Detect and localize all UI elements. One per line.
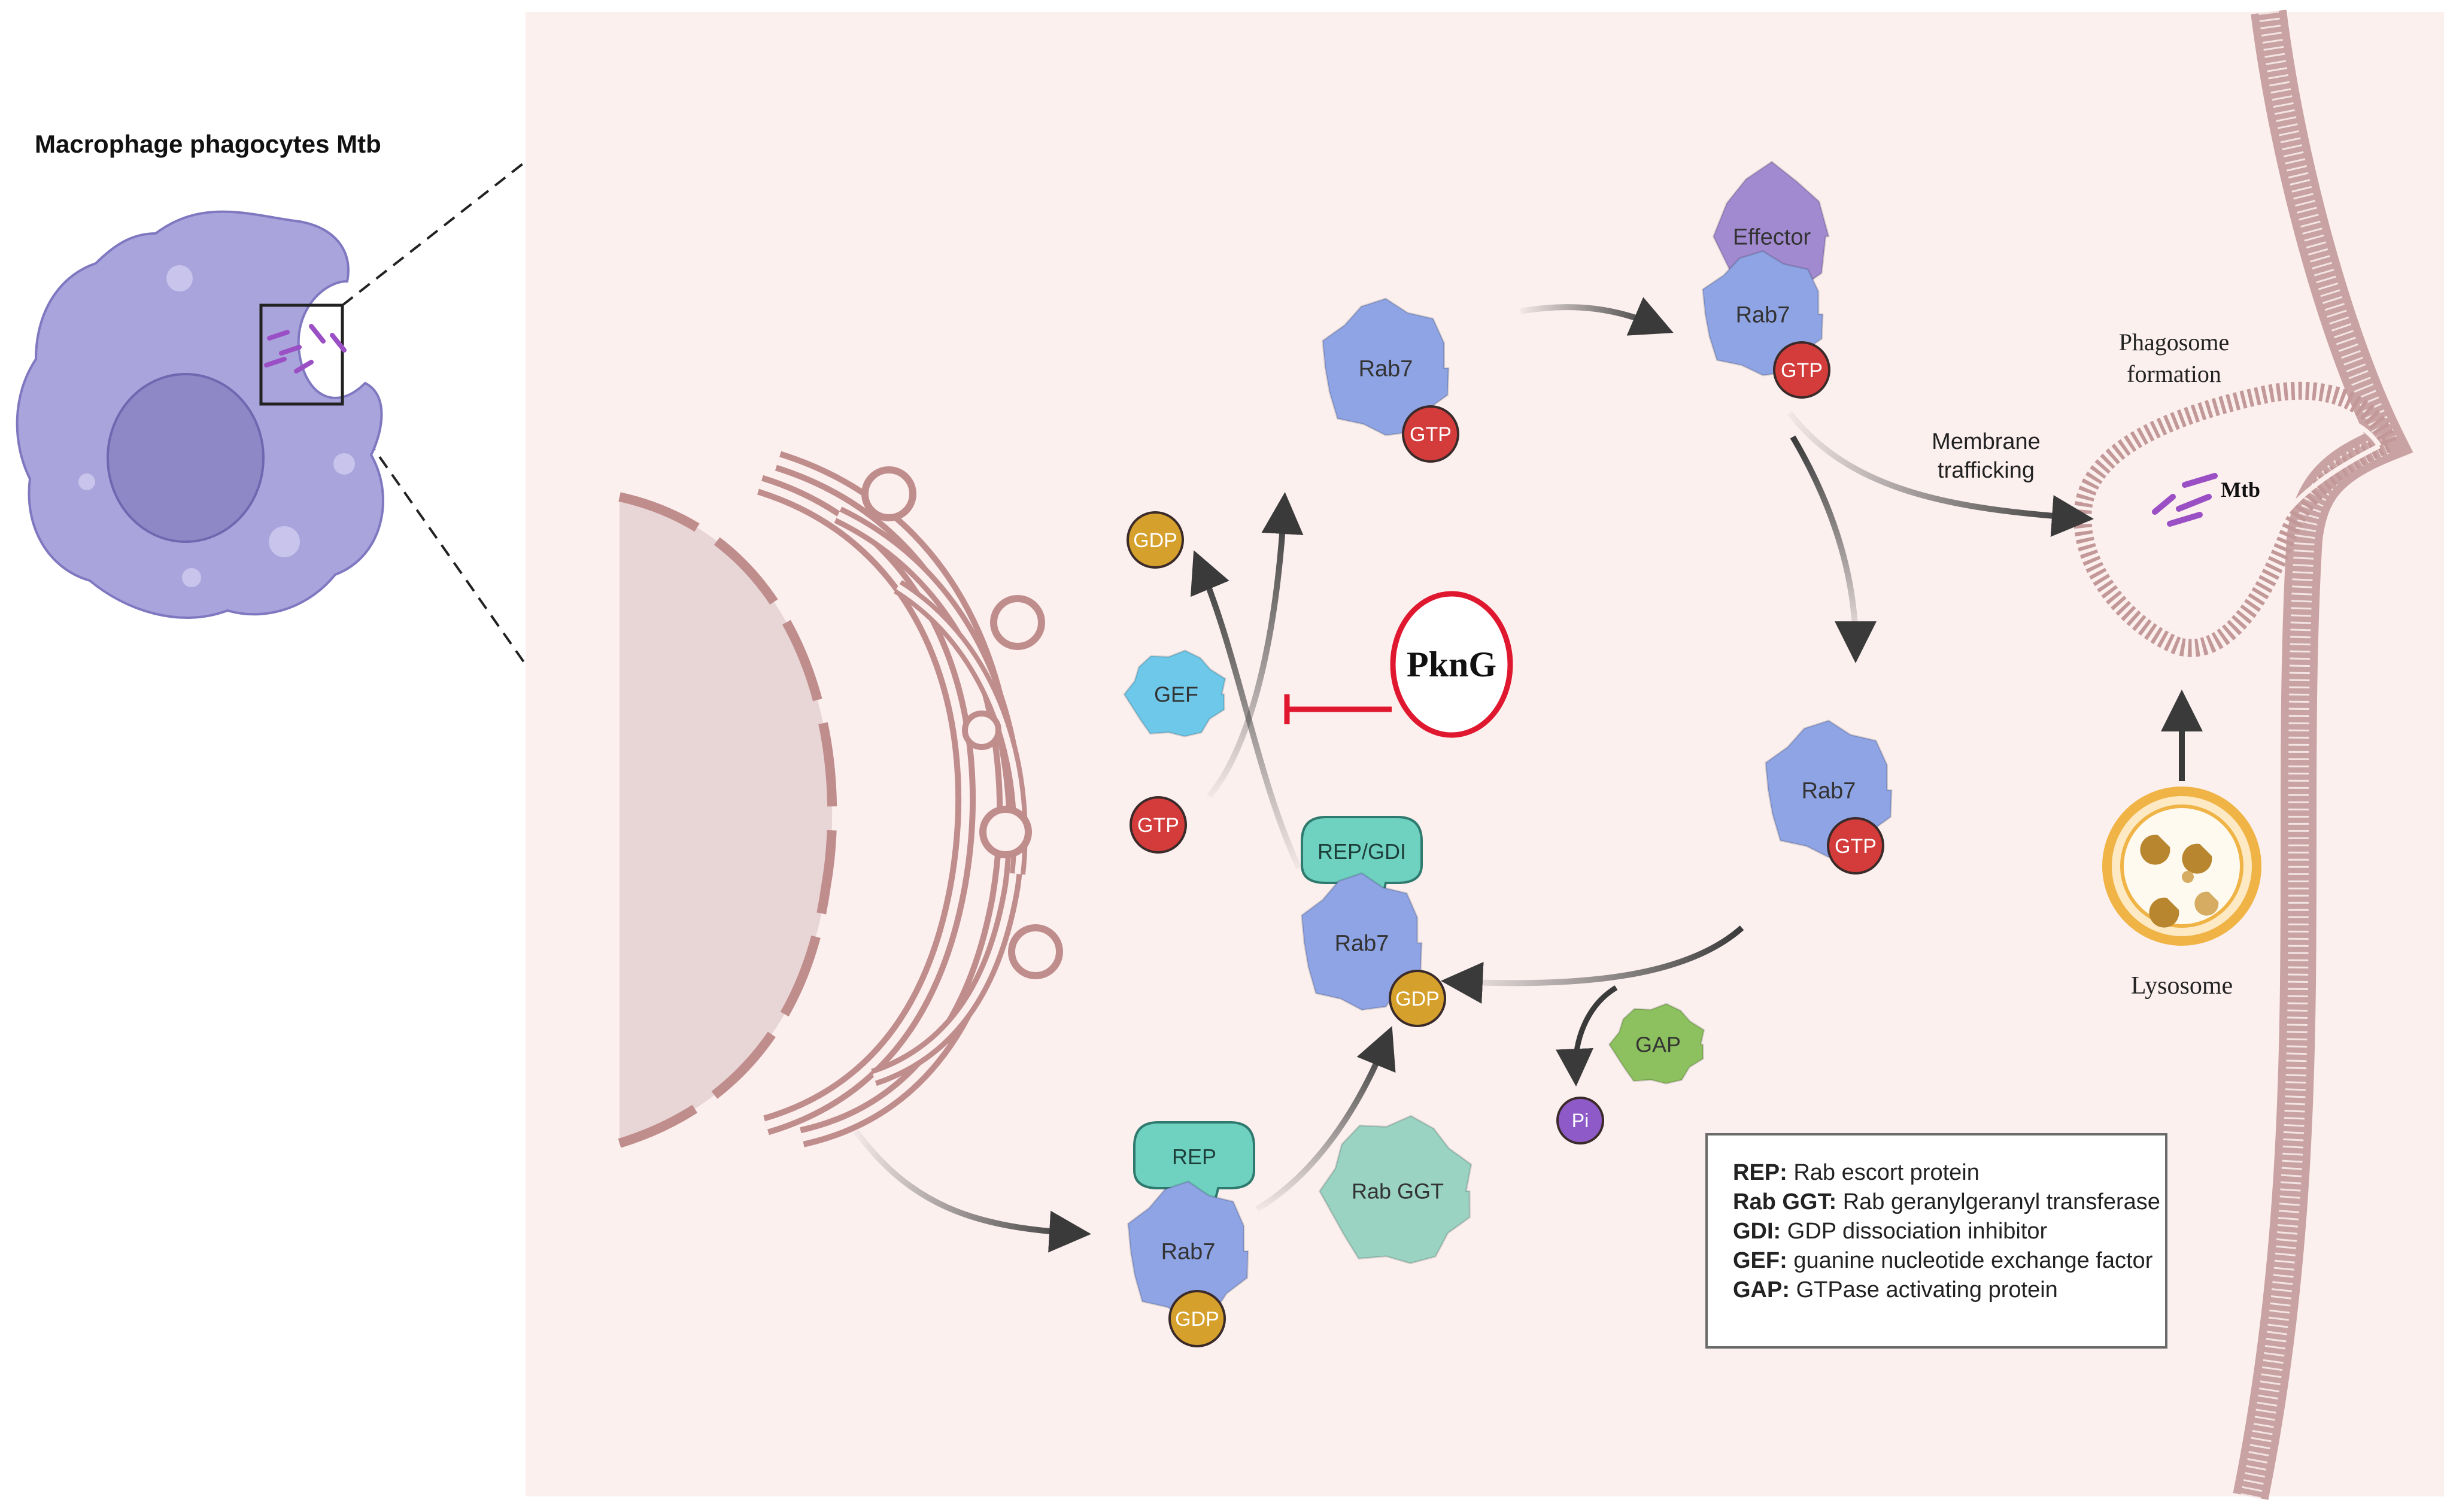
pkng-label: PknG bbox=[1407, 645, 1496, 684]
macrophage-cell bbox=[16, 210, 384, 619]
pkng-circle bbox=[1390, 591, 1513, 738]
arrow-gef-exchange bbox=[1207, 492, 1304, 798]
mtb-bacteria-phagosome bbox=[2152, 473, 2218, 527]
lysosome bbox=[2102, 787, 2261, 946]
gap-protein: GAP bbox=[1608, 1003, 1705, 1085]
gdp-rep: GDP bbox=[1168, 1290, 1226, 1347]
zoom-line-top bbox=[341, 160, 527, 306]
pi-phosphate-label: Pi bbox=[1572, 1110, 1589, 1131]
rab7-rep: Rab7 bbox=[1127, 1180, 1249, 1319]
mtb-bacteria-small bbox=[264, 324, 347, 374]
rab-ggt-protein: Rab GGT bbox=[1319, 1115, 1473, 1264]
legend-item-rab-ggt: Rab GGT: Rab geranylgeranyl transferase bbox=[1733, 1189, 2160, 1215]
gef-protein: GEF bbox=[1123, 649, 1226, 737]
mtb-label: Mtb bbox=[2221, 478, 2260, 502]
rab7-active: Rab7 bbox=[1322, 297, 1450, 436]
rab7-rep-gdi: Rab7 bbox=[1301, 872, 1423, 1011]
legend-item-gdi: GDI: GDP dissociation inhibitor bbox=[1733, 1219, 2048, 1244]
rab-ggt-protein-label: Rab GGT bbox=[1352, 1179, 1444, 1204]
rab7-rep-gdi-label: Rab7 bbox=[1335, 931, 1389, 956]
gtp-with-effector-label: GTP bbox=[1781, 359, 1823, 382]
gap-protein-label: GAP bbox=[1635, 1033, 1681, 1057]
lysosome-label: Lysosome bbox=[2131, 972, 2233, 1000]
membrane-trafficking-label-1: Membrane bbox=[1932, 429, 2041, 454]
gtp-free-label: GTP bbox=[1137, 814, 1179, 837]
gtp-membrane-label: GTP bbox=[1835, 835, 1877, 858]
gtp-active: GTP bbox=[1402, 405, 1459, 463]
nucleus-er-golgi bbox=[618, 451, 1063, 1148]
rab7-membrane-label: Rab7 bbox=[1802, 778, 1856, 803]
rab7-rep-label: Rab7 bbox=[1161, 1239, 1216, 1264]
arrow-effector-binding bbox=[1520, 297, 1674, 336]
gtp-with-effector: GTP bbox=[1773, 341, 1830, 399]
arrow-prenylation bbox=[1255, 1026, 1396, 1212]
phagosome bbox=[2073, 381, 2397, 657]
legend-box: REP: Rab escort protein Rab GGT: Rab ger… bbox=[1705, 1133, 2167, 1349]
effector-protein-label: Effector bbox=[1733, 224, 1811, 250]
rep-protein-label: REP bbox=[1172, 1144, 1216, 1169]
rab7-with-effector-label: Rab7 bbox=[1736, 302, 1790, 327]
gtp-active-label: GTP bbox=[1410, 423, 1452, 446]
legend-item-rep: REP: Rab escort protein bbox=[1733, 1160, 1980, 1185]
gtp-free: GTP bbox=[1130, 796, 1187, 854]
pi-phosphate: Pi bbox=[1556, 1097, 1604, 1144]
arrow-effector-release bbox=[1790, 435, 1877, 663]
rab7-active-label: Rab7 bbox=[1359, 356, 1413, 381]
gdp-rep-gdi: GDP bbox=[1389, 970, 1446, 1027]
phagosome-formation-label-1: Phagosome bbox=[2119, 329, 2229, 356]
gtp-membrane: GTP bbox=[1827, 817, 1884, 875]
gdp-rep-gdi-label: GDP bbox=[1395, 988, 1440, 1010]
protein-shapes: EffectorRab7GTPRab7GTPRab7GTPGDPGEFGTPRE… bbox=[1123, 160, 1893, 1347]
legend-item-gef: GEF: guanine nucleotide exchange factor bbox=[1733, 1248, 2153, 1273]
phagosome-formation-label-2: formation bbox=[2127, 360, 2221, 387]
legend-item-gap: GAP: GTPase activating protein bbox=[1733, 1277, 2058, 1302]
gef-protein-label: GEF bbox=[1154, 682, 1198, 707]
arrow-gap-hydrolysis bbox=[1441, 925, 1744, 1004]
gdp-released: GDP bbox=[1127, 511, 1184, 569]
gdp-released-label: GDP bbox=[1133, 529, 1177, 552]
rep-gdi-protein-label: REP/GDI bbox=[1317, 839, 1406, 864]
arrow-membrane-trafficking bbox=[1787, 411, 2094, 537]
title: Macrophage phagocytes Mtb bbox=[35, 130, 381, 158]
membrane-trafficking-label-2: trafficking bbox=[1938, 458, 2035, 483]
gdp-rep-label: GDP bbox=[1175, 1308, 1219, 1331]
macrophage-nucleus bbox=[107, 373, 265, 543]
arrow-pi-release bbox=[1556, 985, 1618, 1087]
zoom-box bbox=[259, 303, 344, 406]
arrow-golgi-to-rep bbox=[854, 1129, 1091, 1253]
plasma-membrane bbox=[2233, 10, 2413, 1500]
arrow-gdp-release bbox=[1190, 550, 1302, 870]
